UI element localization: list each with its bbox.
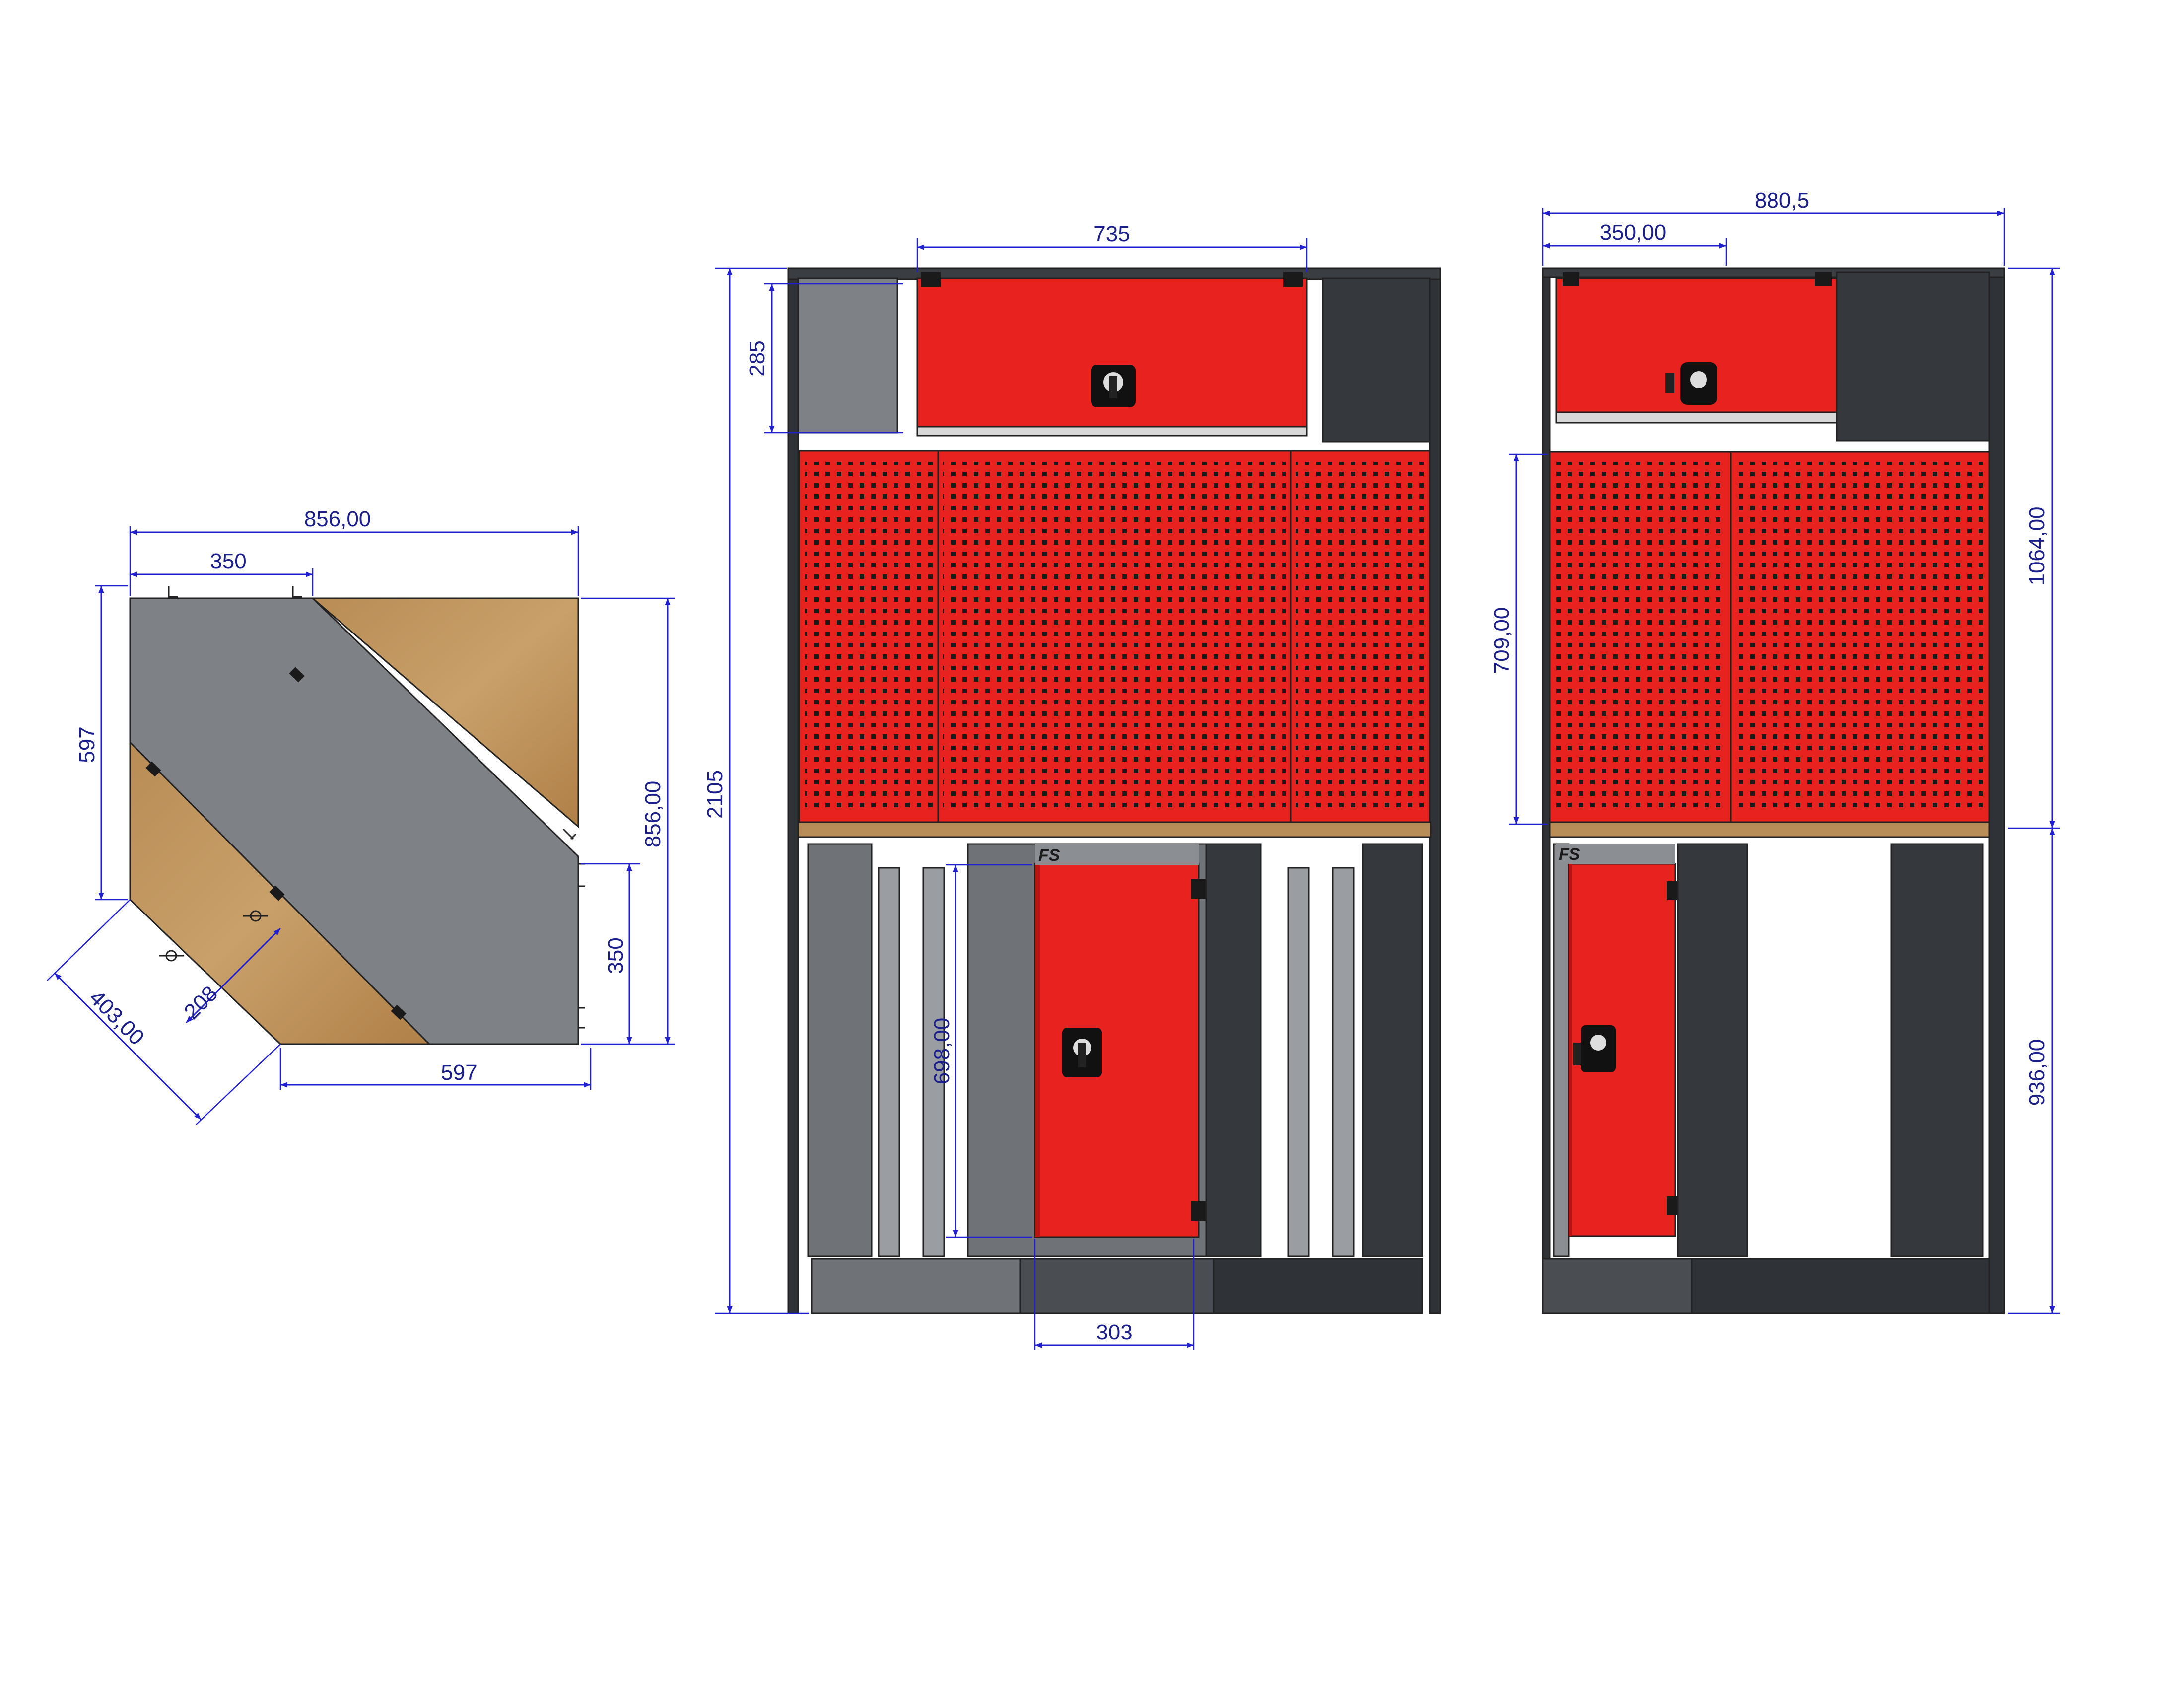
right-logo: FS bbox=[1559, 845, 1580, 864]
dim-right-lower-height: 936,00 bbox=[2025, 1039, 2049, 1106]
right-logo-plate: FS bbox=[1556, 844, 1675, 864]
right-pegboard bbox=[1549, 451, 1990, 823]
dim-plan-right-inner: 350 bbox=[604, 937, 628, 974]
plan-view: 856,00 350 597 856,00 350 597 403,00 208 bbox=[47, 507, 675, 1125]
front-view-center: FS 735 285 2105 698,00 303 bbox=[703, 222, 1441, 1350]
dim-right-pegboard-height: 709,00 bbox=[1490, 607, 1514, 674]
center-logo-plate: FS bbox=[1035, 844, 1199, 865]
right-frame-right bbox=[1988, 267, 2005, 1314]
right-top-dark-box bbox=[1836, 271, 1990, 442]
dim-right-upper-height: 1064,00 bbox=[2025, 506, 2049, 585]
center-top-right-box bbox=[1322, 277, 1431, 443]
lock-icon bbox=[1665, 362, 1717, 405]
right-dims: 880,5 350,00 1064,00 936,00 709,00 bbox=[1490, 188, 2060, 1314]
dim-plan-bottom-width: 597 bbox=[441, 1060, 477, 1085]
center-dims: 735 285 2105 698,00 303 bbox=[703, 222, 1308, 1350]
dim-right-cabinet-width: 350,00 bbox=[1600, 220, 1667, 245]
dim-center-top-cabinet-width: 735 bbox=[1093, 222, 1130, 246]
center-pegboard bbox=[798, 450, 1431, 823]
center-leg-left bbox=[807, 843, 873, 1257]
dim-plan-right-height: 856,00 bbox=[641, 781, 665, 848]
dim-center-total-height: 2105 bbox=[703, 770, 727, 819]
center-lower-door bbox=[1034, 863, 1200, 1238]
dim-plan-top-inner: 350 bbox=[210, 549, 246, 573]
dim-center-top-cabinet-height: 285 bbox=[745, 340, 769, 376]
right-worktop bbox=[1549, 821, 1990, 838]
lock-icon bbox=[1091, 365, 1136, 407]
center-worktop bbox=[797, 821, 1432, 838]
right-leg-right bbox=[1890, 843, 1984, 1257]
center-frame-right bbox=[1429, 267, 1441, 1314]
center-leg-right bbox=[1362, 843, 1423, 1257]
dim-right-overall-width: 880,5 bbox=[1755, 188, 1809, 212]
lock-icon bbox=[1573, 1025, 1616, 1072]
dim-plan-left-height: 597 bbox=[75, 726, 99, 763]
center-top-left-box bbox=[797, 277, 898, 434]
dim-plan-diag-small: 208 bbox=[179, 981, 222, 1024]
lock-icon bbox=[1062, 1028, 1102, 1077]
right-frame-left bbox=[1542, 267, 1551, 1314]
front-view-right: FS 880,5 350,00 1064,00 936,00 709,00 bbox=[1490, 188, 2060, 1314]
center-frame-left bbox=[787, 267, 799, 1314]
plan-wood-upper bbox=[310, 597, 579, 829]
plan-worktop bbox=[129, 597, 579, 1045]
dim-plan-diag-large: 403,00 bbox=[84, 985, 149, 1050]
dim-plan-top-width: 856,00 bbox=[304, 507, 371, 531]
dim-center-door-width: 303 bbox=[1096, 1320, 1132, 1344]
dim-center-door-height: 698,00 bbox=[930, 1018, 954, 1085]
center-logo: FS bbox=[1038, 846, 1060, 865]
